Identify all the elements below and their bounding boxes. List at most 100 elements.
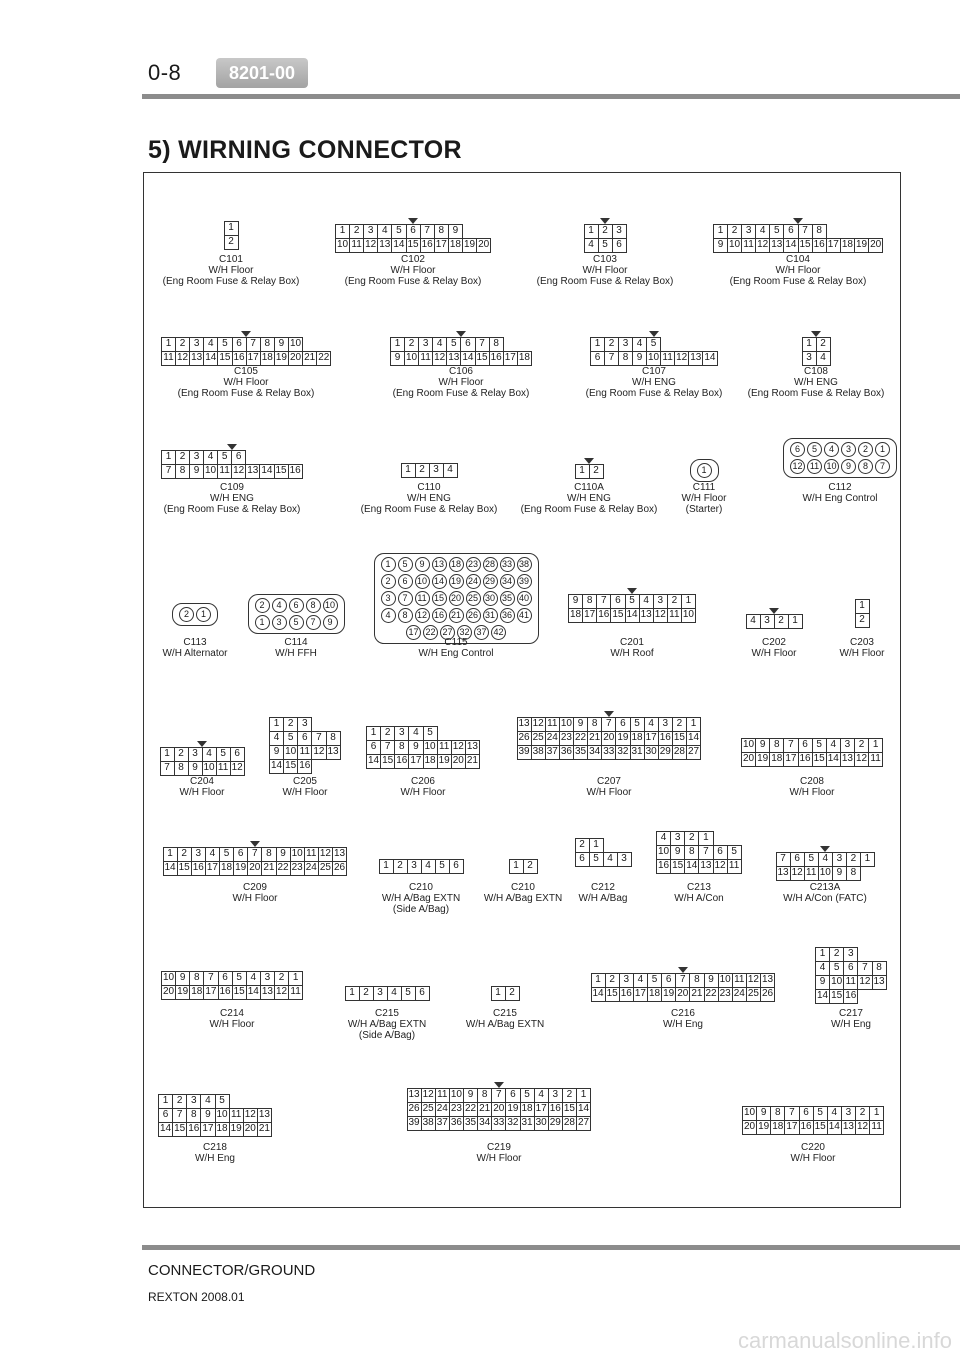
pin: 1	[268, 716, 285, 732]
pin: 2	[173, 746, 189, 762]
pin: 16	[488, 350, 504, 366]
pin: 20	[491, 1101, 507, 1117]
pin: 13	[245, 463, 261, 479]
pin: 5	[726, 844, 742, 860]
connector-description: (Starter)	[685, 504, 723, 515]
pin: 22	[423, 624, 438, 640]
pin: 17	[408, 753, 424, 769]
pin: 12	[745, 972, 762, 988]
pin: 16	[186, 1121, 202, 1137]
pin: 4	[380, 607, 396, 623]
pin: 5	[400, 985, 416, 1001]
pin: 10	[202, 463, 219, 479]
pin: 10	[824, 459, 839, 474]
pin: 25	[745, 986, 762, 1002]
pin: 23	[717, 986, 733, 1002]
pin: 4	[245, 970, 261, 986]
pin: 8	[433, 223, 449, 239]
pin: 8	[871, 960, 887, 976]
pin: 10	[160, 970, 177, 986]
pin: 20	[247, 860, 263, 876]
pin: 9	[175, 970, 191, 986]
pin: 40	[516, 590, 532, 606]
pin: 11	[741, 237, 757, 253]
connector-id: C103	[593, 254, 617, 265]
pin: 1	[365, 725, 382, 741]
pin: 7	[245, 336, 261, 352]
pin: 9	[632, 350, 647, 366]
pin: 12	[652, 607, 668, 623]
connector-description: W/H Eng	[830, 1019, 871, 1030]
pin: 38	[516, 556, 532, 572]
pin: 5	[288, 615, 304, 630]
connector-id: C102	[401, 254, 425, 265]
pin: 14	[783, 237, 799, 253]
pin: 9	[756, 1105, 772, 1121]
pin: 4	[824, 442, 839, 457]
connector-description: W/H Eng	[662, 1019, 703, 1030]
pin: 3	[189, 336, 205, 352]
connector-key-icon	[677, 966, 688, 973]
pin: 12	[854, 1119, 871, 1135]
pin: 1	[334, 223, 351, 239]
pin: 3	[831, 851, 847, 867]
pin: 13	[638, 607, 654, 623]
pin: 7	[857, 960, 873, 976]
pin: 1	[801, 336, 817, 352]
connector-description: W/H Floor	[223, 377, 269, 388]
pin: 5	[446, 336, 462, 352]
pin: 7	[797, 223, 813, 239]
connector-id: C112	[828, 482, 852, 493]
pin: 20	[476, 237, 492, 253]
section-title: 5) WIRNING CONNECTOR	[148, 136, 462, 164]
connector-description: (Side A/Bag)	[358, 1030, 416, 1041]
pin: 36	[448, 1115, 465, 1131]
pin: 17	[406, 624, 421, 640]
pin: 8	[845, 865, 861, 881]
pin: 20	[741, 1119, 758, 1135]
pin: 1	[380, 556, 396, 572]
pin: 3	[839, 737, 856, 753]
pin: 3	[271, 615, 287, 630]
pin: 26	[406, 1101, 422, 1117]
pin: 8	[684, 844, 700, 860]
pin: 13	[516, 716, 532, 732]
pin: 10	[680, 607, 697, 623]
connector-description: W/H ENG	[632, 377, 676, 388]
pin: 25	[465, 590, 481, 606]
pin: 6	[231, 336, 247, 352]
pin: 3	[547, 1087, 563, 1103]
pin: 12	[229, 760, 245, 776]
pin: 18	[567, 607, 584, 623]
pin: 17	[203, 984, 219, 1000]
connector-id: C215	[375, 1008, 399, 1019]
pin: 26	[759, 986, 776, 1002]
pin: 5	[629, 716, 645, 732]
pin: 13	[406, 1087, 422, 1103]
pin: 6	[365, 739, 382, 755]
connector-description: W/H A/Bag EXTN	[465, 1019, 545, 1030]
connector-description: W/H Floor	[586, 787, 632, 798]
pin: 17	[825, 237, 841, 253]
pin: 19	[436, 753, 452, 769]
pin: 9	[567, 593, 584, 609]
pin: 12	[853, 751, 870, 767]
pin: 3	[297, 716, 313, 732]
pin: 16	[431, 607, 447, 623]
connector-description: W/H A/Bag	[578, 893, 628, 904]
pin: 9	[713, 237, 728, 253]
pin: 21	[587, 730, 603, 746]
pin: 1	[583, 223, 599, 239]
pin: 2	[684, 830, 700, 846]
